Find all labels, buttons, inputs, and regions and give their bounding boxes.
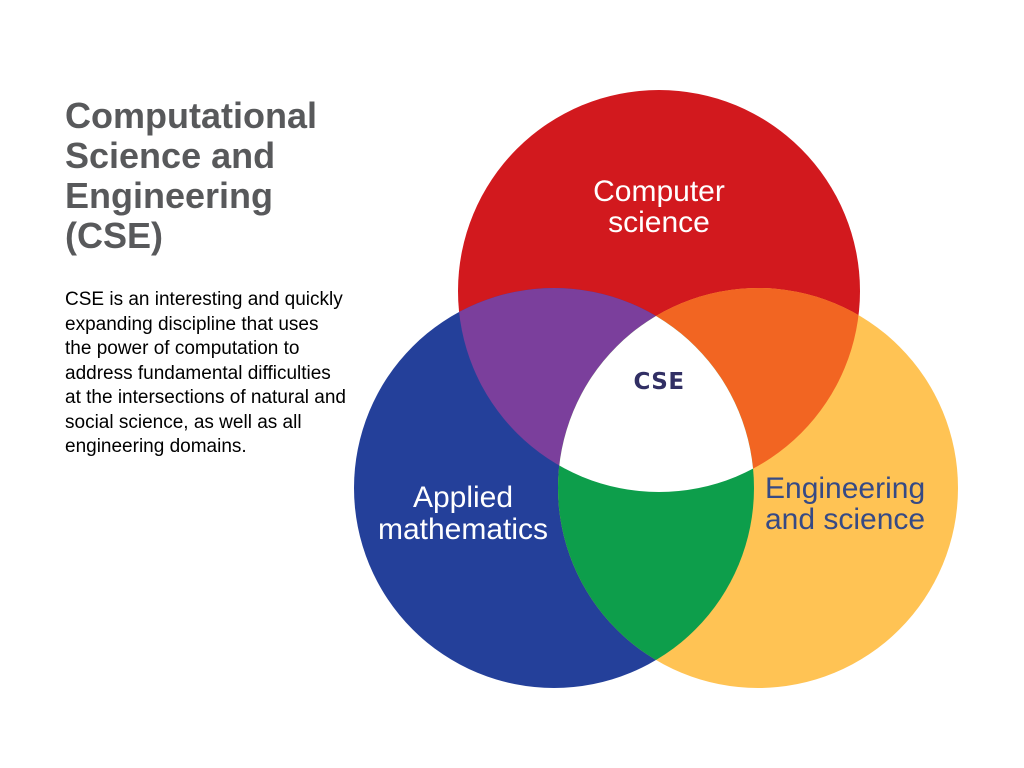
label-computer-science: Computer science [593, 175, 725, 239]
page-description: CSE is an interesting and quickly expand… [65, 289, 346, 457]
overlap-triple-center [558, 288, 754, 492]
page-title: Computational Science and Engineering (C… [65, 95, 317, 256]
label-cse-center: CSE [633, 369, 685, 395]
label-applied-mathematics: Applied mathematics [377, 481, 549, 546]
label-engineering-and-science: Engineering and science [765, 472, 926, 536]
